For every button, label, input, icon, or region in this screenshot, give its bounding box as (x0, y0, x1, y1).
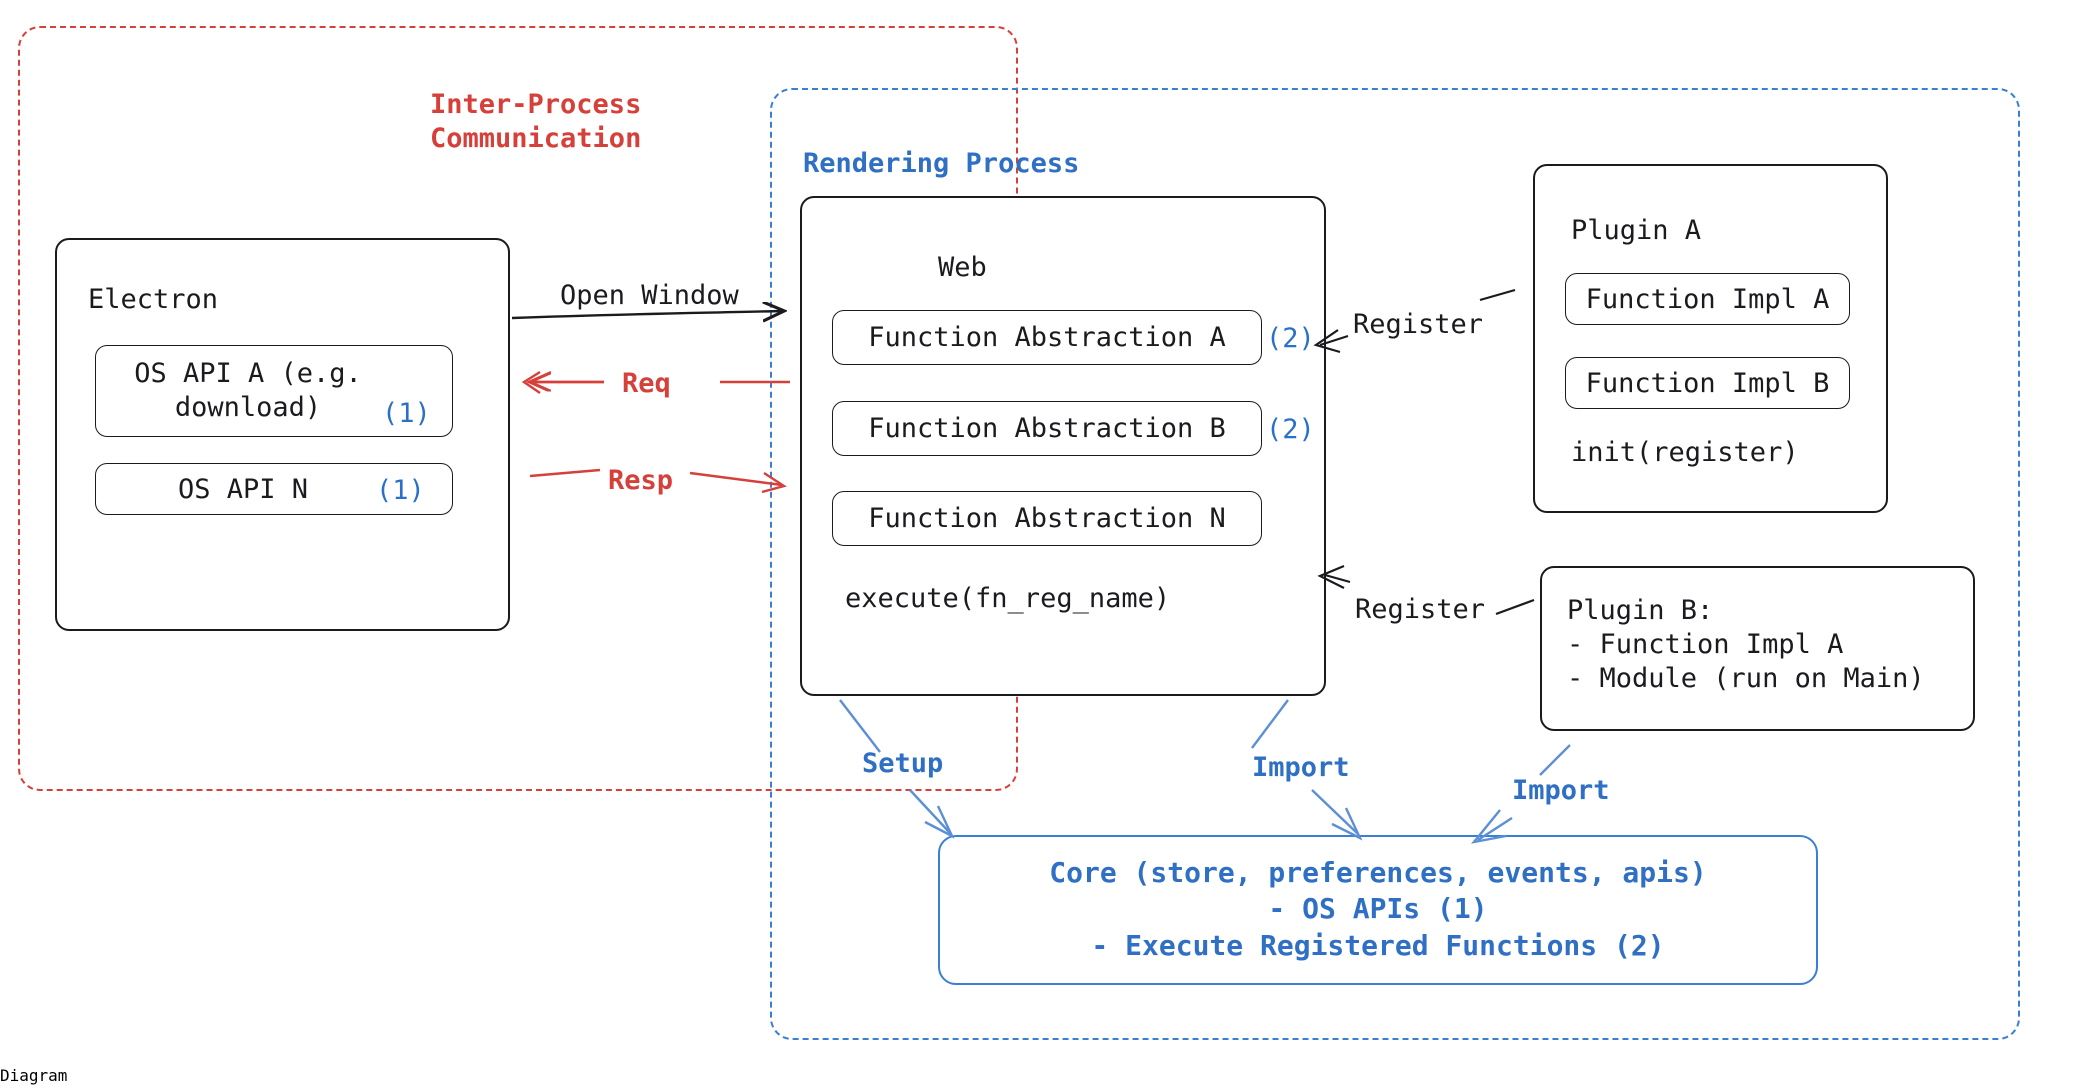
core-line-execute-registered: - Execute Registered Functions (2) (1091, 928, 1665, 962)
electron-item-os-api-n-label: OS API N (177, 473, 309, 505)
plugin-b-box[interactable] (1540, 566, 1975, 731)
group-frame-rendering-process (770, 88, 2020, 1040)
plugin-a-title: Plugin A (1571, 215, 1702, 246)
group-label-inter-process-communication: Inter-Process Communication (430, 89, 642, 154)
plugin-b-line-module: - Module (run on Main) (1567, 662, 1925, 694)
web-item-function-abstraction-b-label: Function Abstraction B (868, 413, 1226, 444)
electron-title: Electron (88, 284, 219, 315)
web-item-function-abstraction-n[interactable]: Function Abstraction N (832, 491, 1262, 546)
core-line-main: Core (store, preferences, events, apis) (1049, 856, 1707, 889)
electron-item-os-api-a[interactable]: OS API A (e.g. download) (95, 345, 453, 437)
plugin-a-footer-init: init(register) (1571, 437, 1799, 468)
web-item-function-abstraction-b-mark: (2) (1266, 414, 1315, 445)
web-item-function-abstraction-a[interactable]: Function Abstraction A (832, 310, 1262, 365)
edge-label-resp: Resp (608, 465, 674, 496)
plugin-a-item-function-impl-a-label: Function Impl A (1585, 283, 1830, 315)
edge-label-setup: Setup (862, 748, 944, 779)
web-footer-execute: execute(fn_reg_name) (845, 583, 1171, 614)
plugin-a-item-function-impl-b[interactable]: Function Impl B (1565, 357, 1850, 409)
plugin-a-box[interactable] (1533, 164, 1888, 513)
plugin-b-line-function-impl-a: - Function Impl A (1567, 628, 1844, 660)
electron-item-os-api-n-mark: (1) (376, 475, 425, 506)
edge-label-register-top: Register (1353, 309, 1484, 340)
electron-item-os-api-a-mark: (1) (382, 398, 431, 429)
edge-label-register-bottom: Register (1355, 594, 1486, 625)
edge-label-import-left: Import (1252, 752, 1350, 783)
core-box[interactable] (938, 835, 1818, 985)
electron-item-os-api-n[interactable]: OS API N (95, 463, 453, 515)
plugin-a-item-function-impl-b-label: Function Impl B (1585, 367, 1830, 399)
web-item-function-abstraction-a-label: Function Abstraction A (868, 322, 1226, 353)
plugin-b-lines: Plugin B: - Function Impl A - Module (ru… (1567, 594, 1925, 695)
edge-label-open-window: Open Window (560, 280, 739, 311)
core-line-os-apis: - OS APIs (1) (1268, 892, 1488, 926)
web-item-function-abstraction-a-mark: (2) (1266, 323, 1315, 354)
edge-label-import-right: Import (1512, 775, 1610, 806)
web-title: Web (938, 252, 987, 283)
plugin-a-item-function-impl-a[interactable]: Function Impl A (1565, 273, 1850, 325)
group-label-rendering-process: Rendering Process (803, 148, 1080, 179)
core-lines: Core (store, preferences, events, apis)-… (938, 855, 1818, 964)
plugin-b-line-title: Plugin B: (1567, 595, 1714, 626)
web-item-function-abstraction-b[interactable]: Function Abstraction B (832, 401, 1262, 456)
edge-label-req: Req (622, 368, 671, 399)
web-item-function-abstraction-n-label: Function Abstraction N (868, 503, 1226, 534)
electron-item-os-api-a-label: OS API A (e.g. download) (134, 358, 362, 423)
